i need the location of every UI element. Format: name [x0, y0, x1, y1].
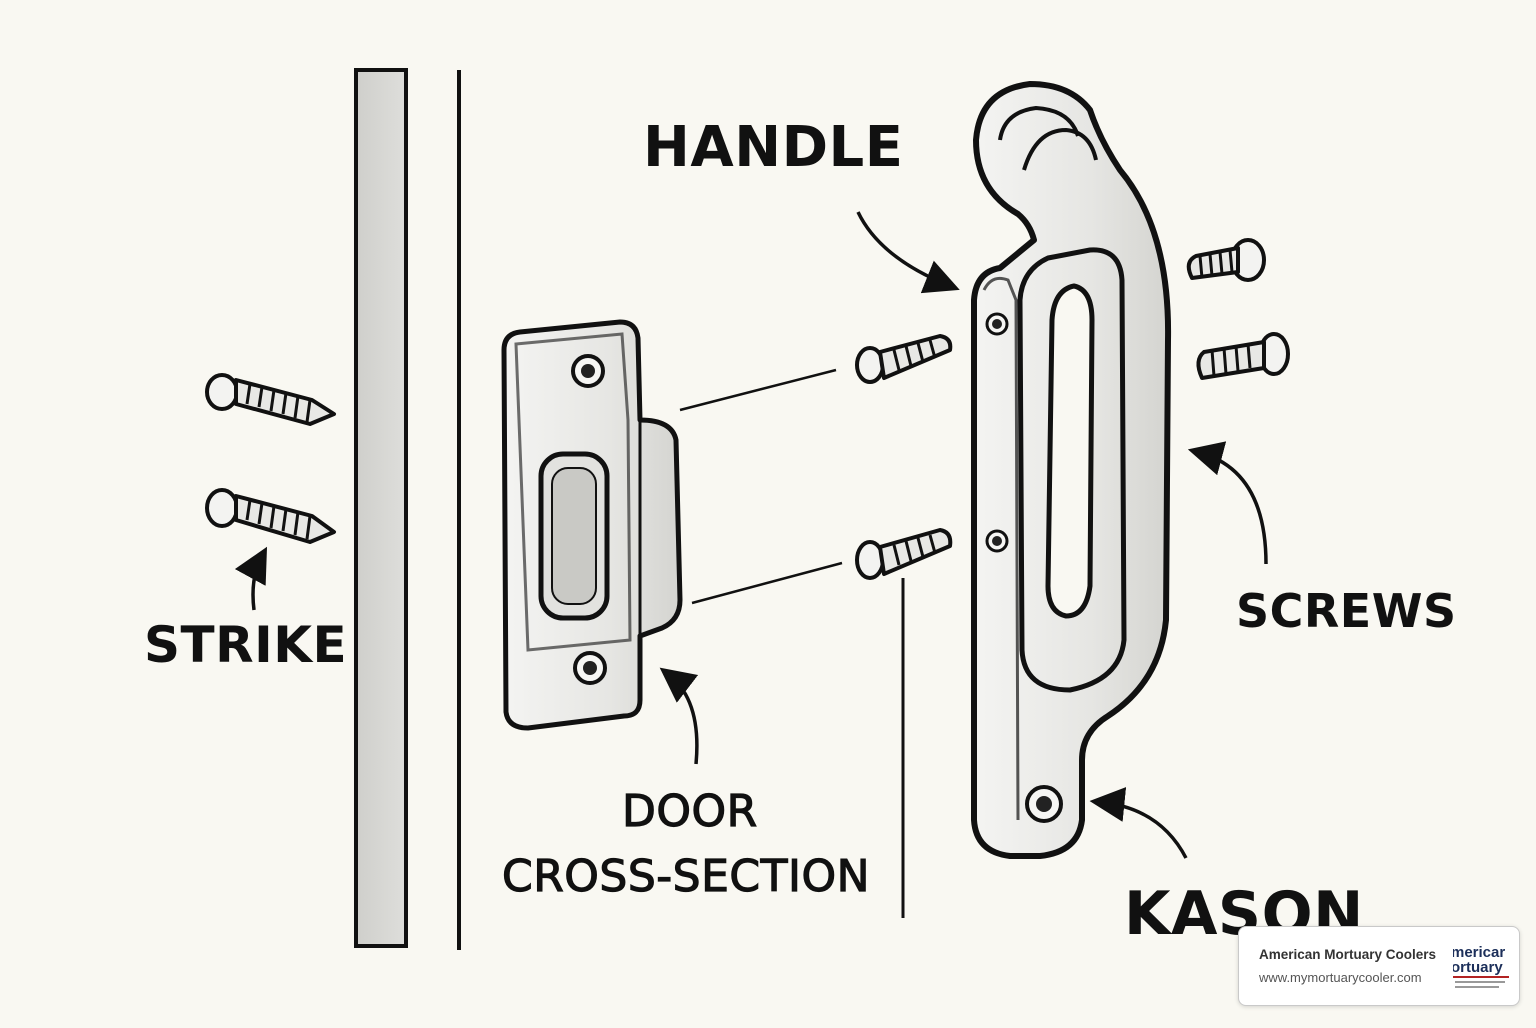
strike-screw-bottom [205, 488, 336, 544]
cross-section-label: CROSS-SECTION [501, 851, 871, 902]
strike-plate [501, 319, 683, 731]
strike-screw-top [205, 373, 336, 426]
handle-label: HANDLE [643, 115, 904, 180]
door-label: DOOR [621, 786, 758, 837]
screws-label: SCREWS [1236, 584, 1457, 638]
company-logo: mericar ortuary [1453, 941, 1509, 993]
right-screw-bottom [1196, 332, 1290, 380]
kason-handle [971, 81, 1172, 859]
logo-text-line1: mericar [1453, 944, 1505, 961]
strike-label: STRIKE [144, 616, 348, 674]
handle-screw-bottom [855, 528, 953, 580]
right-screw-top [1186, 238, 1266, 282]
callout-arrows [234, 211, 1268, 859]
watermark-url: www.mymortuarycooler.com [1259, 970, 1422, 985]
door-panel [354, 68, 461, 950]
watermark-title: American Mortuary Coolers [1259, 947, 1437, 962]
logo-text-line2: ortuary [1453, 959, 1503, 976]
watermark-badge[interactable]: American Mortuary Coolers www.mymortuary… [1238, 926, 1520, 1006]
handle-screw-top [855, 334, 953, 384]
